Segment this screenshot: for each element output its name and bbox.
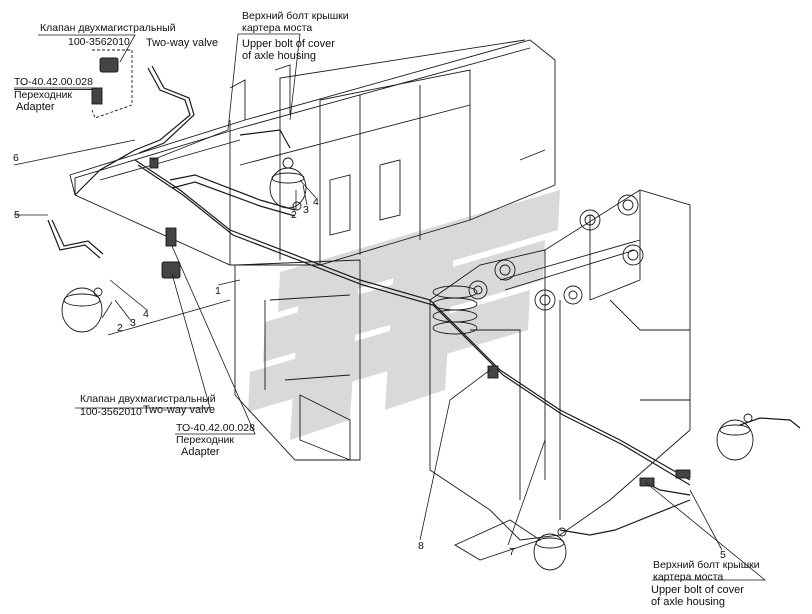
bolt-bottom-ru1: Верхний болт крышки: [653, 559, 760, 571]
two-way-valve-top: [91, 57, 119, 105]
spring-coil: [432, 285, 478, 335]
position-number-3-center: 3: [303, 204, 309, 216]
bolt-top-ru1: Верхний болт крышки: [242, 10, 349, 22]
valve-mid-ru: Клапан двухмагистральный: [80, 393, 216, 405]
adapter-mid-en: Adapter: [181, 446, 220, 458]
watermark-logo: [248, 190, 560, 440]
valve-mid-code: 100-3562010: [80, 406, 142, 418]
position-number-5-right: 5: [720, 549, 726, 561]
two-way-valve-mid: [161, 227, 181, 279]
position-number-8: 8: [418, 540, 424, 552]
adapter-mid-code: ТО-40.42.00.028: [176, 422, 255, 434]
brake-chamber-right-bottom: [533, 527, 567, 571]
bolt-bottom-ru2: картера моста: [653, 571, 724, 583]
position-number-5-left: 5: [14, 209, 20, 221]
valve-mid-en: Two-way valve: [143, 404, 216, 416]
position-number-7: 7: [509, 546, 515, 558]
bolt-top-en1: Upper bolt of cover: [242, 38, 335, 50]
adapter-top-ru: Переходник: [14, 89, 72, 101]
adapter-top-en: Adapter: [16, 101, 55, 113]
bolt-bottom-en2: of axle housing: [651, 596, 725, 608]
position-number-2-left: 2: [117, 322, 123, 334]
position-number-6: 6: [13, 152, 19, 164]
brake-chamber-center: [269, 157, 307, 211]
valve-top-en: Two-way valve: [146, 37, 219, 49]
adapter-top-code: ТО-40.42.00.028: [14, 76, 93, 90]
valve-top-code: 100-3562010: [68, 36, 130, 48]
bolt-top-ru2: картера моста: [242, 22, 313, 34]
valve-top-ru: Клапан двухмагистральный: [40, 22, 176, 34]
position-number-4-left: 4: [143, 308, 149, 320]
bolt-fittings: [149, 157, 691, 487]
brake-pipes: [47, 65, 801, 536]
brake-chamber-left: [61, 287, 103, 333]
lower-housing: [234, 259, 361, 461]
position-number-4-center: 4: [313, 196, 319, 208]
yoke-bracket: [429, 189, 691, 561]
adapter-mid-ru: Переходник: [176, 434, 234, 446]
bolt-top-en2: of axle housing: [242, 50, 316, 62]
position-number-2-center: 2: [291, 209, 297, 221]
leader-lines: [13, 33, 767, 581]
main-frame: [69, 39, 556, 266]
brake-chamber-right-top: [716, 413, 754, 461]
valve-group-box: [91, 49, 133, 119]
position-number-3-left: 3: [130, 317, 136, 329]
position-number-1: 1: [215, 285, 221, 297]
bolt-bottom-en1: Upper bolt of cover: [651, 584, 744, 596]
